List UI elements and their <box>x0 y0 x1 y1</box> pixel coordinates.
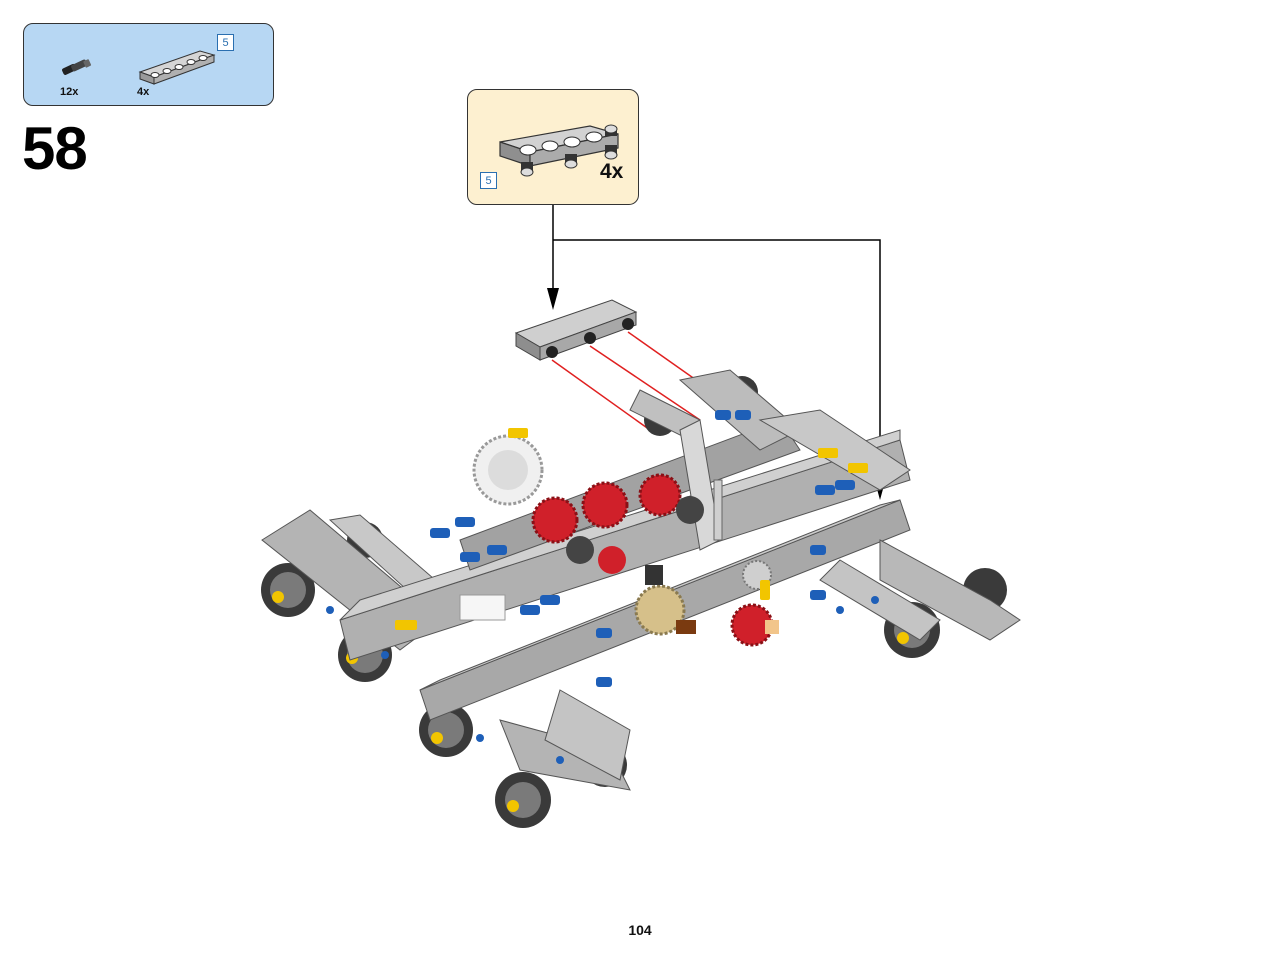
beam-with-pins-icon <box>499 124 619 177</box>
wheels <box>261 376 1007 828</box>
sub-assembly-callout: 5 4x <box>467 89 639 205</box>
gears <box>472 434 779 647</box>
chassis-beams <box>261 369 1021 791</box>
parts-list-illustration <box>62 50 216 85</box>
callout-quantity: 4x <box>600 160 624 183</box>
connector-pin-icon <box>62 59 92 75</box>
floating-beam <box>514 299 638 361</box>
white-parts <box>459 594 506 621</box>
beam-quantity: 4x <box>137 86 150 98</box>
beam-length-badge: 5 <box>217 34 234 51</box>
blue-pins <box>326 410 879 764</box>
yellow-parts <box>395 428 868 630</box>
callout-illustration <box>499 124 619 177</box>
placement-arrows <box>552 205 881 490</box>
callout-beam-length-badge: 5 <box>480 172 497 189</box>
arrow-head-right <box>874 478 886 500</box>
pin-quantity: 12x <box>60 86 79 98</box>
beam-5-icon <box>138 50 216 85</box>
step-number: 58 <box>22 115 88 182</box>
red-guide-lines <box>551 331 761 431</box>
arrow-head-left <box>547 288 559 310</box>
page-number: 104 <box>628 922 652 938</box>
parts-list-panel: 12x 4x 5 <box>23 23 274 106</box>
